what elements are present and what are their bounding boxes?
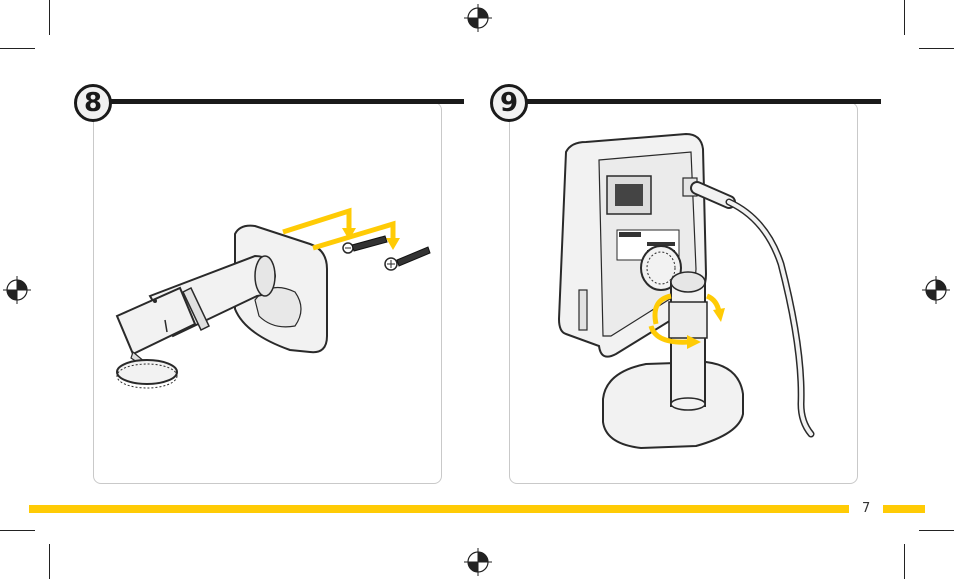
registration-mark-icon	[3, 276, 31, 304]
crop-mark-icon	[49, 0, 50, 35]
footer-accent-bar-left	[29, 505, 849, 513]
crop-mark-icon	[904, 0, 905, 35]
screw-icon	[385, 247, 430, 270]
step-9-illustration	[511, 104, 856, 482]
step-8-illustration	[95, 104, 440, 482]
crop-mark-icon	[919, 530, 954, 531]
crop-mark-icon	[0, 48, 35, 49]
registration-mark-icon	[464, 4, 492, 32]
arrow-icon	[283, 211, 349, 232]
footer-accent-bar-right	[883, 505, 925, 513]
crop-mark-icon	[904, 544, 905, 579]
registration-mark-icon	[922, 276, 950, 304]
registration-mark-icon	[464, 548, 492, 576]
page-number: 7	[862, 501, 870, 516]
crop-mark-icon	[919, 48, 954, 49]
crop-mark-icon	[49, 544, 50, 579]
crop-mark-icon	[0, 530, 35, 531]
